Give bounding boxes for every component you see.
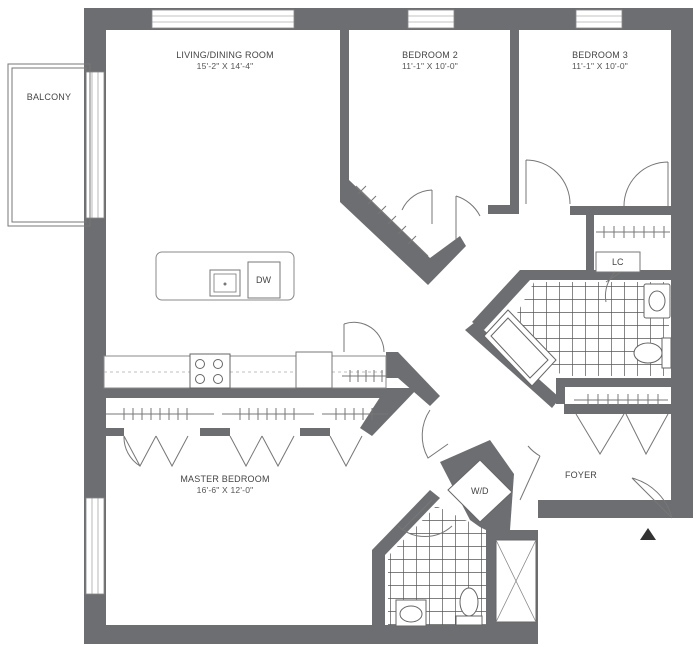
dishwasher-label: DW [256,275,271,285]
room-name: LIVING/DINING ROOM [176,50,274,60]
room-label-living: LIVING/DINING ROOM 15'-2" X 14'-4" [150,50,300,71]
room-label-balcony: BALCONY [14,92,84,102]
room-dims: 11'-1" X 10'-0" [571,61,629,71]
room-name: BEDROOM 2 [402,50,458,60]
entry-arrow-icon [640,528,656,540]
room-label-foyer: FOYER [556,470,606,480]
hall-bath-tile [510,282,669,376]
room-label-bedroom3: BEDROOM 3 11'-1" X 10'-0" [540,50,660,71]
room-label-master: MASTER BEDROOM 16'-6" X 12'-0" [160,474,290,495]
room-name: BEDROOM 3 [572,50,628,60]
room-dims: 16'-6" X 12'-0" [196,485,254,495]
room-label-bedroom2: BEDROOM 2 11'-1" X 10'-0" [370,50,490,71]
room-name: MASTER BEDROOM [180,474,270,484]
balcony [7,63,91,227]
linen-closet-label: LC [612,257,624,267]
bath-fixtures [395,251,672,627]
room-name: FOYER [564,470,597,480]
washer-dryer-label: W/D [471,486,489,496]
kitchen [103,251,387,389]
room-name: BALCONY [26,92,72,102]
room-dims: 15'-2" X 14'-4" [196,61,254,71]
closet-rods [106,185,670,531]
room-dims: 11'-1" X 10'-0" [401,61,459,71]
